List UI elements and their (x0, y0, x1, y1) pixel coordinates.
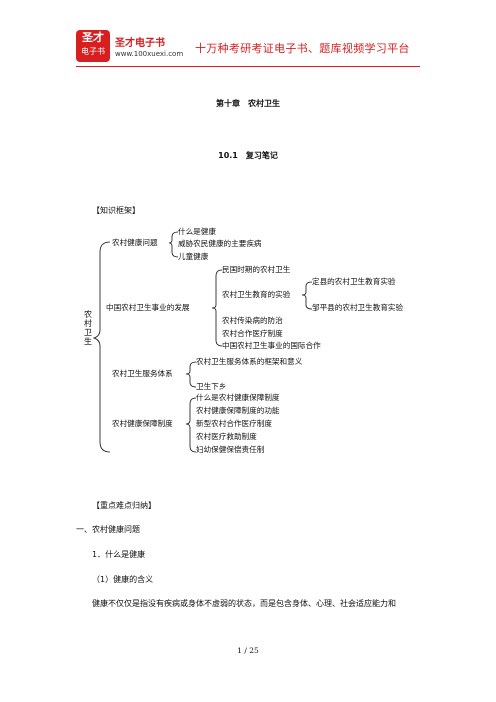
branch-label: 农村卫生服务体系 (112, 369, 173, 378)
sub-leaf-item: 邹平县的农村卫生教育实验 (312, 303, 404, 312)
branch2-brace (211, 269, 223, 347)
branch1-brace (168, 231, 179, 258)
branch-label: 农村健康保障制度 (112, 419, 173, 428)
leaf-item: 农村健康保障制度的功能 (196, 406, 280, 415)
leaf-item: 农村合作医疗制度 (222, 329, 283, 338)
logo-text-main: 圣才 (82, 31, 104, 44)
chapter-title: 第十章 农村卫生 (216, 99, 280, 108)
leaf-item: 农村卫生服务体系的框架和意义 (196, 357, 303, 366)
branch-label: 农村健康问题 (112, 238, 158, 247)
site-url[interactable]: www.100xuexi.com (115, 50, 184, 58)
sub-leaf-item: 定县的农村卫生教育实验 (312, 277, 396, 286)
section-title: 10.1 复习笔记 (218, 151, 278, 160)
framework-label: 【知识框架】 (92, 206, 140, 215)
logo-text-sub: 电子书 (81, 47, 105, 56)
leaf-item: 农村传染病的防治 (222, 316, 283, 325)
header-divider (76, 66, 420, 67)
branch-label: 中国农村卫生事业的发展 (106, 303, 190, 312)
key-points-label: 【重点难点归纳】 (92, 501, 156, 510)
sub-brace (301, 281, 313, 310)
leaf-item: 农村卫生教育的实验 (222, 290, 291, 299)
brand-logo: 圣才 电子书 (76, 30, 110, 62)
mindmap-root: 农村卫生 (84, 310, 92, 346)
root-brace (92, 241, 111, 453)
brand-name: 圣才电子书 (115, 38, 165, 49)
heading-level1: 一、农村健康问题 (76, 525, 140, 534)
leaf-item: 儿童健康 (178, 252, 209, 261)
heading-level3: （1）健康的含义 (92, 575, 154, 584)
body-paragraph: 健康不仅仅是指没有疾病或身体不虚弱的状态，而是包含身体、心理、社会适应能力和 (92, 599, 396, 608)
leaf-item: 新型农村合作医疗制度 (196, 419, 272, 428)
leaf-item: 卫生下乡 (196, 382, 227, 391)
leaf-item: 威胁农民健康的主要疾病 (178, 239, 262, 248)
leaf-item: 农村医疗救助制度 (196, 432, 257, 441)
header-slogan: 十万种考研考证电子书、题库视频学习平台 (195, 42, 410, 55)
page-header: 圣才 电子书 圣才电子书 www.100xuexi.com 十万种考研考证电子书… (0, 0, 496, 67)
leaf-item: 什么是农村健康保障制度 (196, 393, 280, 402)
branch4-brace (185, 397, 197, 453)
heading-level2: 1．什么是健康 (92, 550, 146, 559)
leaf-item: 民国时期的农村卫生 (222, 265, 291, 274)
branch3-brace (185, 361, 197, 388)
page-number: 1 / 25 (237, 646, 259, 655)
leaf-item: 什么是健康 (178, 227, 216, 236)
leaf-item: 妇幼保健保偿责任制 (196, 445, 265, 454)
leaf-item: 中国农村卫生事业的国际合作 (222, 341, 321, 350)
